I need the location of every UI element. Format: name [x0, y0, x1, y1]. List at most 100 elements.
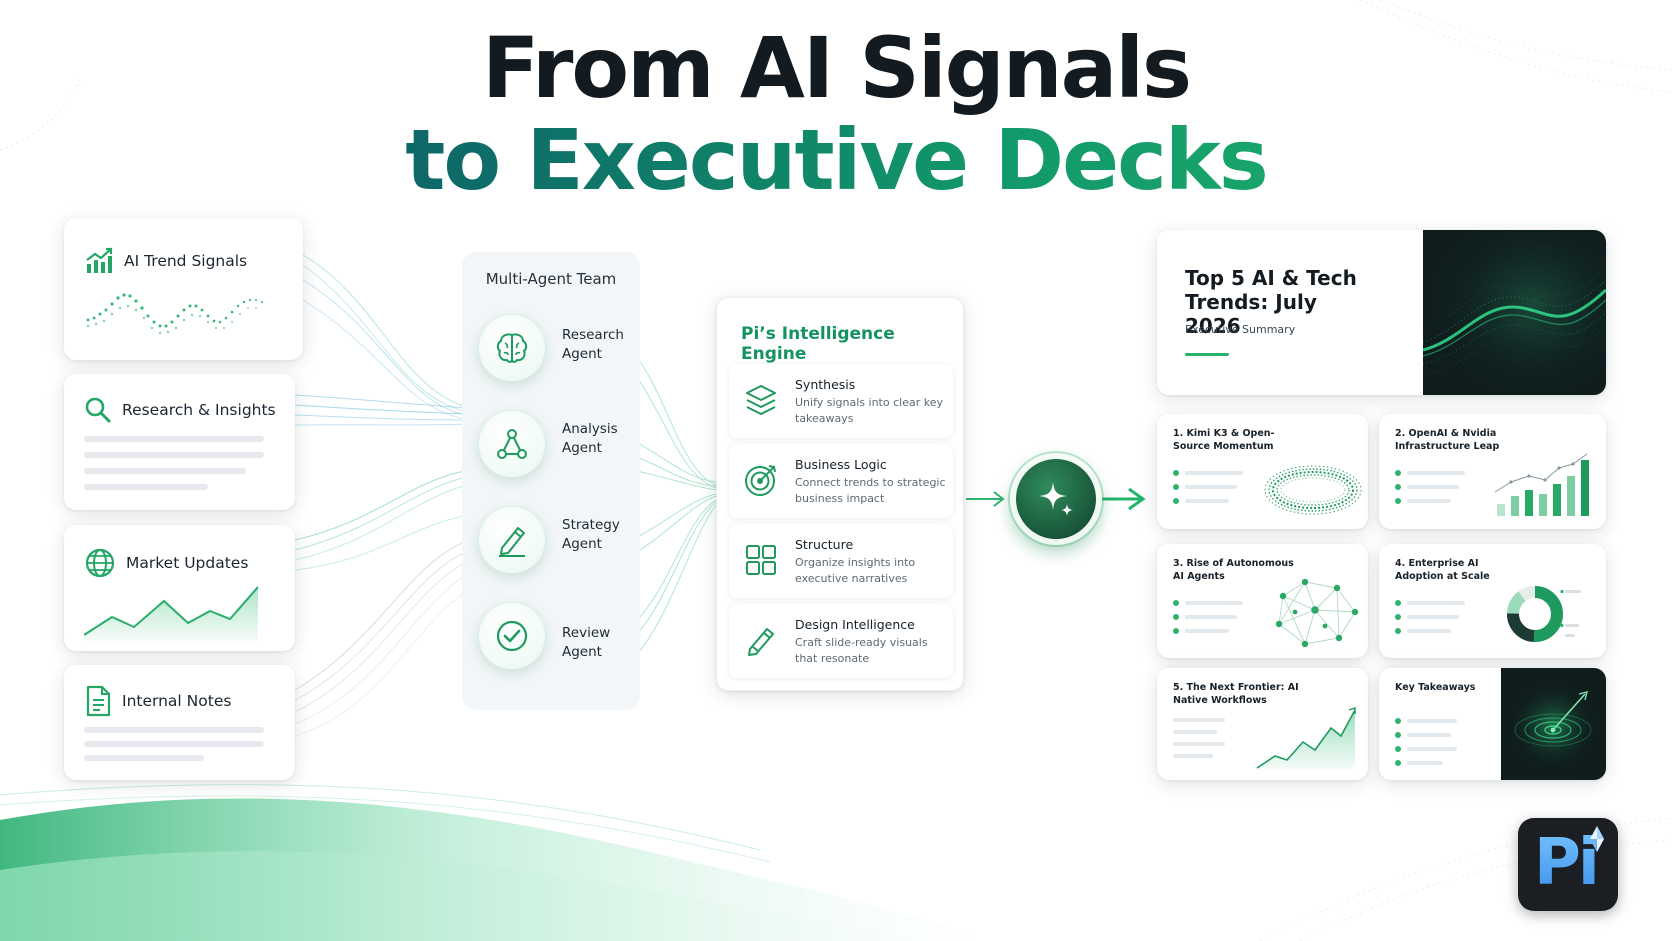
source-card-market-updates: Market Updates [64, 525, 295, 651]
check-circle-icon [496, 620, 528, 652]
agent-label-line: Research [562, 327, 624, 343]
engine-title: Pi’s Intelligence Engine [741, 324, 895, 364]
grid-icon [746, 545, 776, 575]
bullet [1173, 470, 1179, 476]
multi-agent-panel: Multi-Agent Team Research Agent Analysis… [462, 252, 640, 710]
agent-research [478, 314, 546, 382]
accent-bar [1185, 353, 1229, 356]
deck-title: Top 5 AI & Tech Trends: July 2026 [1185, 266, 1357, 338]
placeholder-line [1407, 485, 1459, 489]
agent-strategy [478, 506, 546, 574]
placeholder-line [1173, 754, 1213, 758]
engine-step-desc: Organize insights into executive narrati… [795, 556, 916, 585]
placeholder-line [1407, 733, 1451, 737]
placeholder-line [1185, 499, 1229, 503]
bullet [1173, 600, 1179, 606]
deck-slide-5: 5. The Next Frontier: AI Native Workflow… [1157, 668, 1368, 780]
agent-label-line: Analysis [562, 421, 618, 437]
panel-title: Multi-Agent Team [485, 270, 617, 288]
engine-step-desc: Craft slide-ready visuals that resonate [795, 636, 928, 665]
engine-step-desc: Unify signals into clear key takeaways [795, 396, 943, 425]
placeholder-line [1407, 471, 1465, 475]
deck-slide-4: 4. Enterprise AI Adoption at Scale [1379, 544, 1606, 658]
deck-slide-3: 3. Rise of Autonomous AI Agents [1157, 544, 1368, 658]
placeholder-line [84, 484, 208, 490]
deck-title-slide: Top 5 AI & Tech Trends: July 2026 Execut… [1157, 230, 1606, 395]
deck-slide-1: 1. Kimi K3 & Open-Source Momentum [1157, 414, 1368, 529]
donut-graphic [1507, 586, 1581, 642]
key-takeaways-visual [1501, 668, 1606, 780]
placeholder-line [1185, 601, 1243, 605]
pi-node [1016, 459, 1096, 539]
placeholder-line [84, 727, 264, 733]
bullet [1395, 732, 1401, 738]
slide-title: 2. OpenAI & Nvidia Infrastructure Leap [1395, 428, 1500, 452]
signal-wave-graphic [86, 293, 263, 335]
agent-label-line: Agent [562, 440, 602, 456]
placeholder-line [84, 468, 246, 474]
placeholder-line [1407, 499, 1451, 503]
bullet [1395, 484, 1401, 490]
sparkle-icon [1039, 482, 1073, 516]
network-icon [497, 429, 527, 459]
pi-logo: Pi [1518, 818, 1618, 911]
ring-graphic [1264, 465, 1362, 515]
placeholder-line [84, 436, 264, 442]
market-area-graphic [84, 586, 259, 641]
particle-wave-graphic [1422, 230, 1606, 395]
bullet [1395, 498, 1401, 504]
placeholder-line [1185, 629, 1229, 633]
placeholder-line [1407, 601, 1465, 605]
placeholder-line [1173, 730, 1217, 734]
bullet [1395, 628, 1401, 634]
layers-icon [746, 385, 776, 415]
deck-slide-2: 2. OpenAI & Nvidia Infrastructure Leap [1379, 414, 1606, 529]
engine-step-title: Design Intelligence [795, 617, 915, 632]
placeholder-line [84, 452, 264, 458]
agent-label-line: Agent [562, 536, 602, 552]
slide-title: Key Takeaways [1395, 682, 1476, 693]
engine-step-business-logic: Business Logic Connect trends to strateg… [729, 444, 953, 518]
placeholder-line [1407, 629, 1451, 633]
source-label: AI Trend Signals [124, 252, 248, 270]
source-label: Market Updates [126, 554, 249, 572]
slide-title: 4. Enterprise AI Adoption at Scale [1395, 558, 1490, 582]
headline-line-2: to Executive Decks [0, 114, 1672, 206]
workflow-area-graphic [1256, 707, 1356, 770]
bullet [1173, 628, 1179, 634]
bullet [1395, 760, 1401, 766]
agent-label-line: Strategy [562, 517, 620, 533]
placeholder-line [84, 741, 264, 747]
agent-label-line: Review [562, 625, 611, 641]
agent-label-line: Agent [562, 644, 602, 660]
agent-label-line: Agent [562, 346, 602, 362]
bar-growth-graphic [1494, 453, 1589, 516]
placeholder-line [1185, 471, 1243, 475]
source-card-internal-notes: Internal Notes [64, 665, 295, 780]
engine-step-title: Synthesis [795, 377, 856, 392]
source-label: Research & Insights [122, 401, 276, 419]
brain-icon [496, 333, 528, 363]
deck-subtitle: Executive Summary [1185, 323, 1296, 336]
placeholder-line [1407, 719, 1457, 723]
bullet [1173, 498, 1179, 504]
search-icon [85, 397, 111, 423]
document-icon [86, 685, 111, 717]
headline-line-1: From AI Signals [481, 19, 1192, 117]
placeholder-line [1407, 761, 1443, 765]
globe-icon [85, 548, 115, 578]
placeholder-line [1407, 747, 1457, 751]
slide-title: 1. Kimi K3 & Open-Source Momentum [1173, 428, 1275, 452]
placeholder-line [1407, 615, 1459, 619]
engine-step-design-intelligence: Design Intelligence Craft slide-ready vi… [729, 604, 953, 678]
source-card-research-insights: Research & Insights [64, 374, 295, 510]
slide-title: 3. Rise of Autonomous AI Agents [1173, 558, 1294, 582]
agent-analysis [478, 410, 546, 478]
bullet [1395, 718, 1401, 724]
deck-slide-key-takeaways: Key Takeaways [1379, 668, 1606, 780]
design-pencil-icon [748, 628, 774, 656]
placeholder-line [84, 755, 204, 761]
placeholder-line [1185, 485, 1237, 489]
